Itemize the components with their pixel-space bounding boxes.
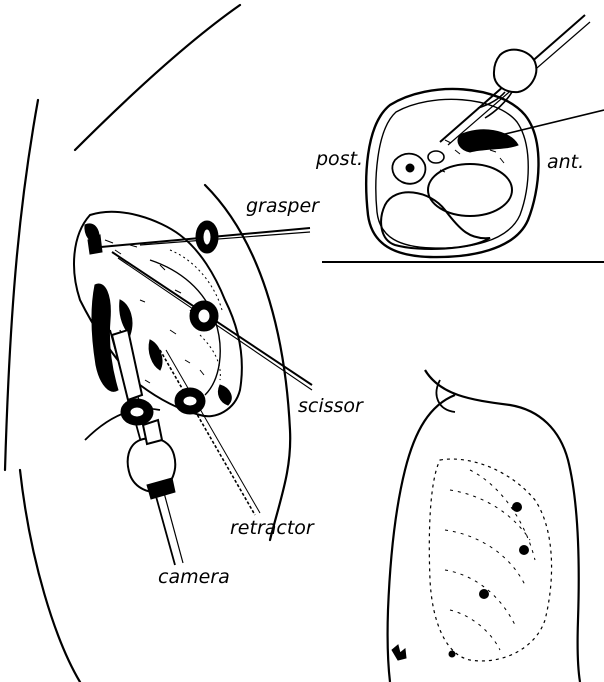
camera-trocar-inner (130, 407, 144, 417)
port-marks (449, 502, 530, 658)
hair-tuft (392, 645, 406, 660)
scissor-trocar-inner (198, 309, 210, 323)
port-mark (479, 589, 489, 599)
kidney-oval (428, 164, 512, 216)
grasper-instrument (88, 221, 310, 254)
arm-contour (388, 395, 455, 682)
camera-label: camera (158, 568, 230, 587)
aorta (428, 151, 444, 163)
retractor-trocar-inner (183, 396, 197, 406)
posterior-label: post. (316, 150, 363, 169)
cross-section-inset (322, 15, 604, 262)
cross-section-outer (366, 89, 538, 257)
port-mark (449, 651, 456, 658)
cross-section-inner (376, 99, 528, 248)
port-mark (512, 502, 522, 512)
port-mark (519, 545, 529, 555)
torso-top-curve (75, 5, 240, 150)
left-lower-curve (20, 470, 80, 682)
port-site-inset (388, 370, 580, 682)
grasper-shaft-edge (140, 232, 310, 245)
tissue-dark-patch (218, 385, 231, 405)
torso-left-edge (5, 100, 38, 470)
camera-instrument (110, 330, 183, 565)
spinal-canal (406, 164, 414, 172)
grasper-trocar-inner (203, 229, 211, 245)
scissor-label: scissor (298, 397, 363, 416)
body-outline (5, 5, 290, 682)
retractor-shaft-edge (166, 350, 260, 513)
shaved-area-outline (429, 459, 551, 661)
grasper-label: grasper (246, 197, 319, 216)
flank-contour (425, 370, 580, 682)
lung-cavity (381, 192, 490, 249)
anterior-label: ant. (547, 153, 584, 172)
inset-hand (494, 50, 536, 92)
skin-texture (445, 470, 535, 650)
tissue-dark-patch (149, 340, 162, 370)
camera-coupler (143, 420, 162, 444)
retractor-label: retractor (230, 519, 314, 538)
